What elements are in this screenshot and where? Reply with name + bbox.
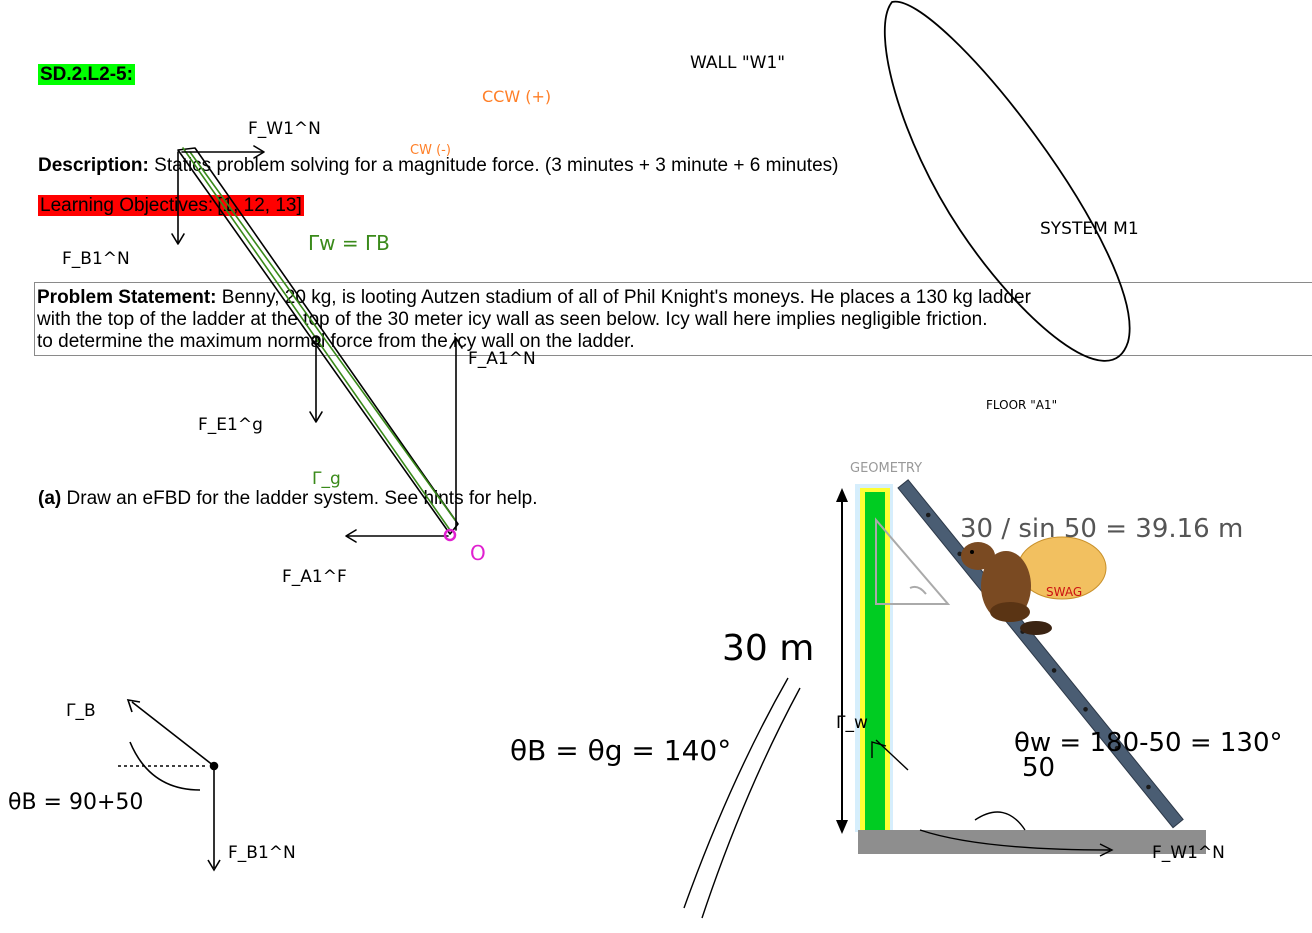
problem-text-1: Benny, 20 kg, is looting Autzen stadium … bbox=[221, 287, 1031, 308]
label-f-e1-g: F_E1^g bbox=[198, 415, 263, 435]
problem-line-3: to determine the maximum normal force fr… bbox=[37, 331, 635, 352]
wall-note: WALL "W1" bbox=[690, 53, 786, 73]
description-label: Description: bbox=[38, 155, 149, 176]
problem-line-1: Problem Statement: Benny, 20 kg, is loot… bbox=[37, 287, 1031, 309]
problem-line-2: with the top of the ladder at the top of… bbox=[37, 309, 988, 330]
label-gamma-g: Γ_g bbox=[312, 469, 341, 489]
ccw-note: CCW (+) bbox=[482, 87, 552, 106]
wall-icy bbox=[865, 492, 885, 832]
angle-sketch bbox=[118, 698, 221, 872]
geometry-note: GEOMETRY bbox=[850, 461, 923, 476]
label-f-a1-n: F_A1^N bbox=[468, 349, 536, 369]
problem-statement-box: Problem Statement: Benny, 20 kg, is loot… bbox=[34, 282, 1312, 356]
part-a-label: (a) bbox=[38, 488, 62, 509]
theta-b-note: θB = 90+50 bbox=[8, 790, 144, 815]
theta-w-note: θw = 180-50 = 130° bbox=[1014, 728, 1283, 758]
objectives-label: Learning Objectives: bbox=[38, 195, 216, 216]
label-f-b1-n-2: F_B1^N bbox=[228, 843, 296, 863]
theta-equation: θB = θg = 140° bbox=[510, 734, 732, 767]
part-a: (a) Draw an eFBD for the ladder system. … bbox=[38, 488, 538, 510]
label-f-b1-n: F_B1^N bbox=[62, 249, 130, 269]
label-f-w1-n-2: F_W1^N bbox=[1152, 843, 1225, 863]
origin-label: O bbox=[470, 541, 486, 565]
label-gamma-b: Γ_B bbox=[66, 701, 96, 721]
beaver-with-swag-bag: SWAG bbox=[961, 536, 1107, 635]
floor bbox=[858, 830, 1206, 854]
description-line: Description: Statics problem solving for… bbox=[38, 155, 838, 177]
problem-id: SD.2.L2-5: bbox=[38, 64, 135, 85]
gamma-equal-note: Γw = ΓB bbox=[308, 231, 390, 255]
floor-note: FLOOR "A1" bbox=[986, 398, 1058, 412]
swag-text: SWAG bbox=[1046, 585, 1082, 599]
efbd-ladder bbox=[171, 145, 463, 543]
part-a-text: Draw an eFBD for the ladder system. See … bbox=[66, 488, 538, 509]
hypotenuse-note: 30 / sin 50 = 39.16 m bbox=[960, 514, 1244, 544]
system-ellipse bbox=[883, 1, 1131, 362]
wall-height-label: 30 m bbox=[722, 628, 815, 669]
description-text: Statics problem solving for a magnitude … bbox=[154, 155, 839, 176]
label-f-a1-f: F_A1^F bbox=[282, 567, 347, 587]
guide-lines bbox=[683, 677, 1114, 919]
system-note: SYSTEM M1 bbox=[1040, 219, 1139, 239]
problem-label: Problem Statement: bbox=[37, 287, 217, 308]
cw-note: CW (-) bbox=[410, 143, 451, 158]
ladder-figure: SWAG bbox=[836, 479, 1206, 854]
label-gamma-w: Γ_w bbox=[836, 713, 868, 733]
angle-label: 50 bbox=[1022, 753, 1056, 783]
label-f-w1-n: F_W1^N bbox=[248, 119, 321, 139]
